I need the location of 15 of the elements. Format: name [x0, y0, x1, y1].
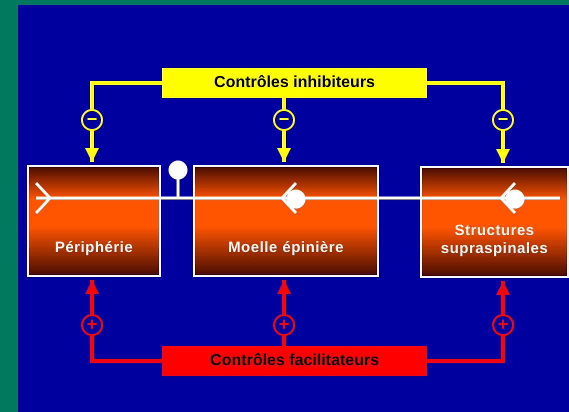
connector-arrow	[277, 98, 291, 162]
connector-arrow	[427, 281, 510, 363]
connector-arrow	[427, 81, 510, 163]
node-text: Contrôles facilitateurs	[210, 352, 379, 370]
region-box	[27, 165, 161, 277]
control-label-box	[162, 346, 427, 376]
node-text: Moelle épinière	[228, 239, 344, 257]
connector-arrow	[85, 280, 162, 363]
control-label-box	[162, 68, 427, 98]
node-text: Contrôles inhibiteurs	[214, 74, 375, 92]
connector-arrow	[85, 81, 162, 162]
region-box	[193, 165, 379, 277]
node-text: Structures supraspinales	[440, 222, 550, 258]
region-box	[420, 166, 569, 278]
node-text: Périphérie	[54, 239, 134, 257]
